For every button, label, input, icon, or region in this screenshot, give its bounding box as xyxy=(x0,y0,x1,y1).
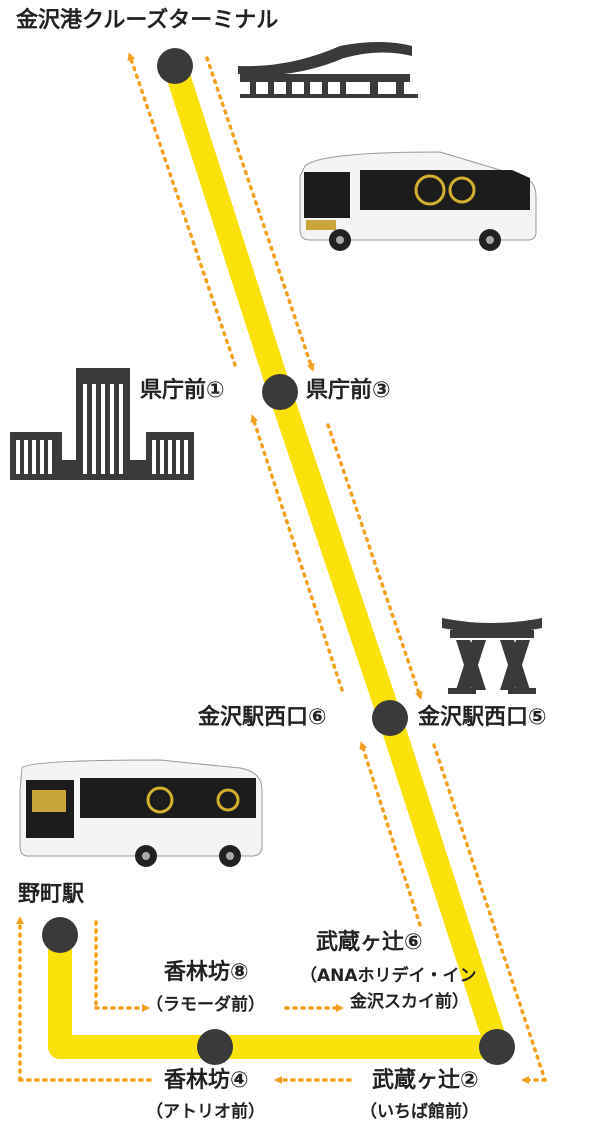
label-kencho3: 県庁前③ xyxy=(306,378,391,403)
stop-terminal xyxy=(157,48,193,84)
stop-musashi xyxy=(479,1029,515,1065)
stop-korinbo xyxy=(197,1029,233,1065)
label-nishiguchi6: 金沢駅西口⑥ xyxy=(198,705,327,730)
terminal-building-icon xyxy=(238,42,418,98)
label-korinbo4-sub: （アトリオ前） xyxy=(146,1102,265,1122)
label-musashi6: 武蔵ヶ辻⑥ xyxy=(316,930,423,955)
label-musashi6-sub1: （ANAホリデイ・イン xyxy=(300,966,477,986)
stop-kencho xyxy=(262,374,298,410)
direction-arrows xyxy=(16,52,547,1084)
label-korinbo8-sub: （ラモーダ前） xyxy=(146,995,265,1015)
label-musashi2: 武蔵ヶ辻② xyxy=(372,1068,479,1093)
ev-bus-icon xyxy=(299,151,537,251)
office-buildings-icon xyxy=(10,368,194,480)
stop-nomachi xyxy=(42,917,78,953)
label-kencho1: 県庁前① xyxy=(140,378,225,403)
label-nomachi: 野町駅 xyxy=(18,882,85,907)
label-korinbo4: 香林坊④ xyxy=(164,1068,249,1093)
label-musashi6-sub2: 金沢スカイ前） xyxy=(350,992,469,1012)
label-musashi2-sub: （いちば館前） xyxy=(360,1102,479,1122)
tsuzumi-gate-icon xyxy=(442,618,542,694)
stop-nishiguchi xyxy=(372,700,408,736)
label-nishiguchi5: 金沢駅西口⑤ xyxy=(418,705,547,730)
label-terminal: 金沢港クルーズターミナル xyxy=(16,8,279,33)
label-korinbo8: 香林坊⑧ xyxy=(164,960,249,985)
ev-bus-icon xyxy=(19,759,263,867)
